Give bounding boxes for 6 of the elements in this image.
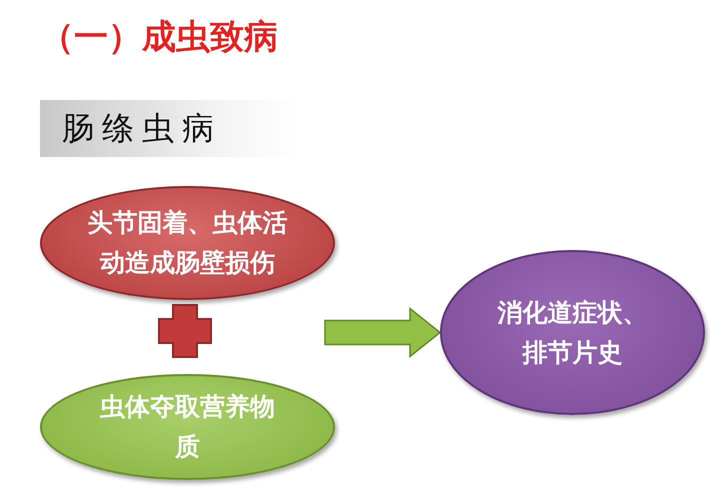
node-text: 虫体夺取营养物质 — [98, 391, 276, 463]
block-arrow — [324, 306, 442, 358]
title: （一）成虫致病 — [40, 16, 278, 59]
node-text: 肠绦虫病 — [62, 108, 222, 148]
node-text: 头节固着、虫体活动造成肠壁损伤 — [86, 207, 288, 279]
node-text: 消化道症状、排节片史 — [496, 296, 648, 368]
